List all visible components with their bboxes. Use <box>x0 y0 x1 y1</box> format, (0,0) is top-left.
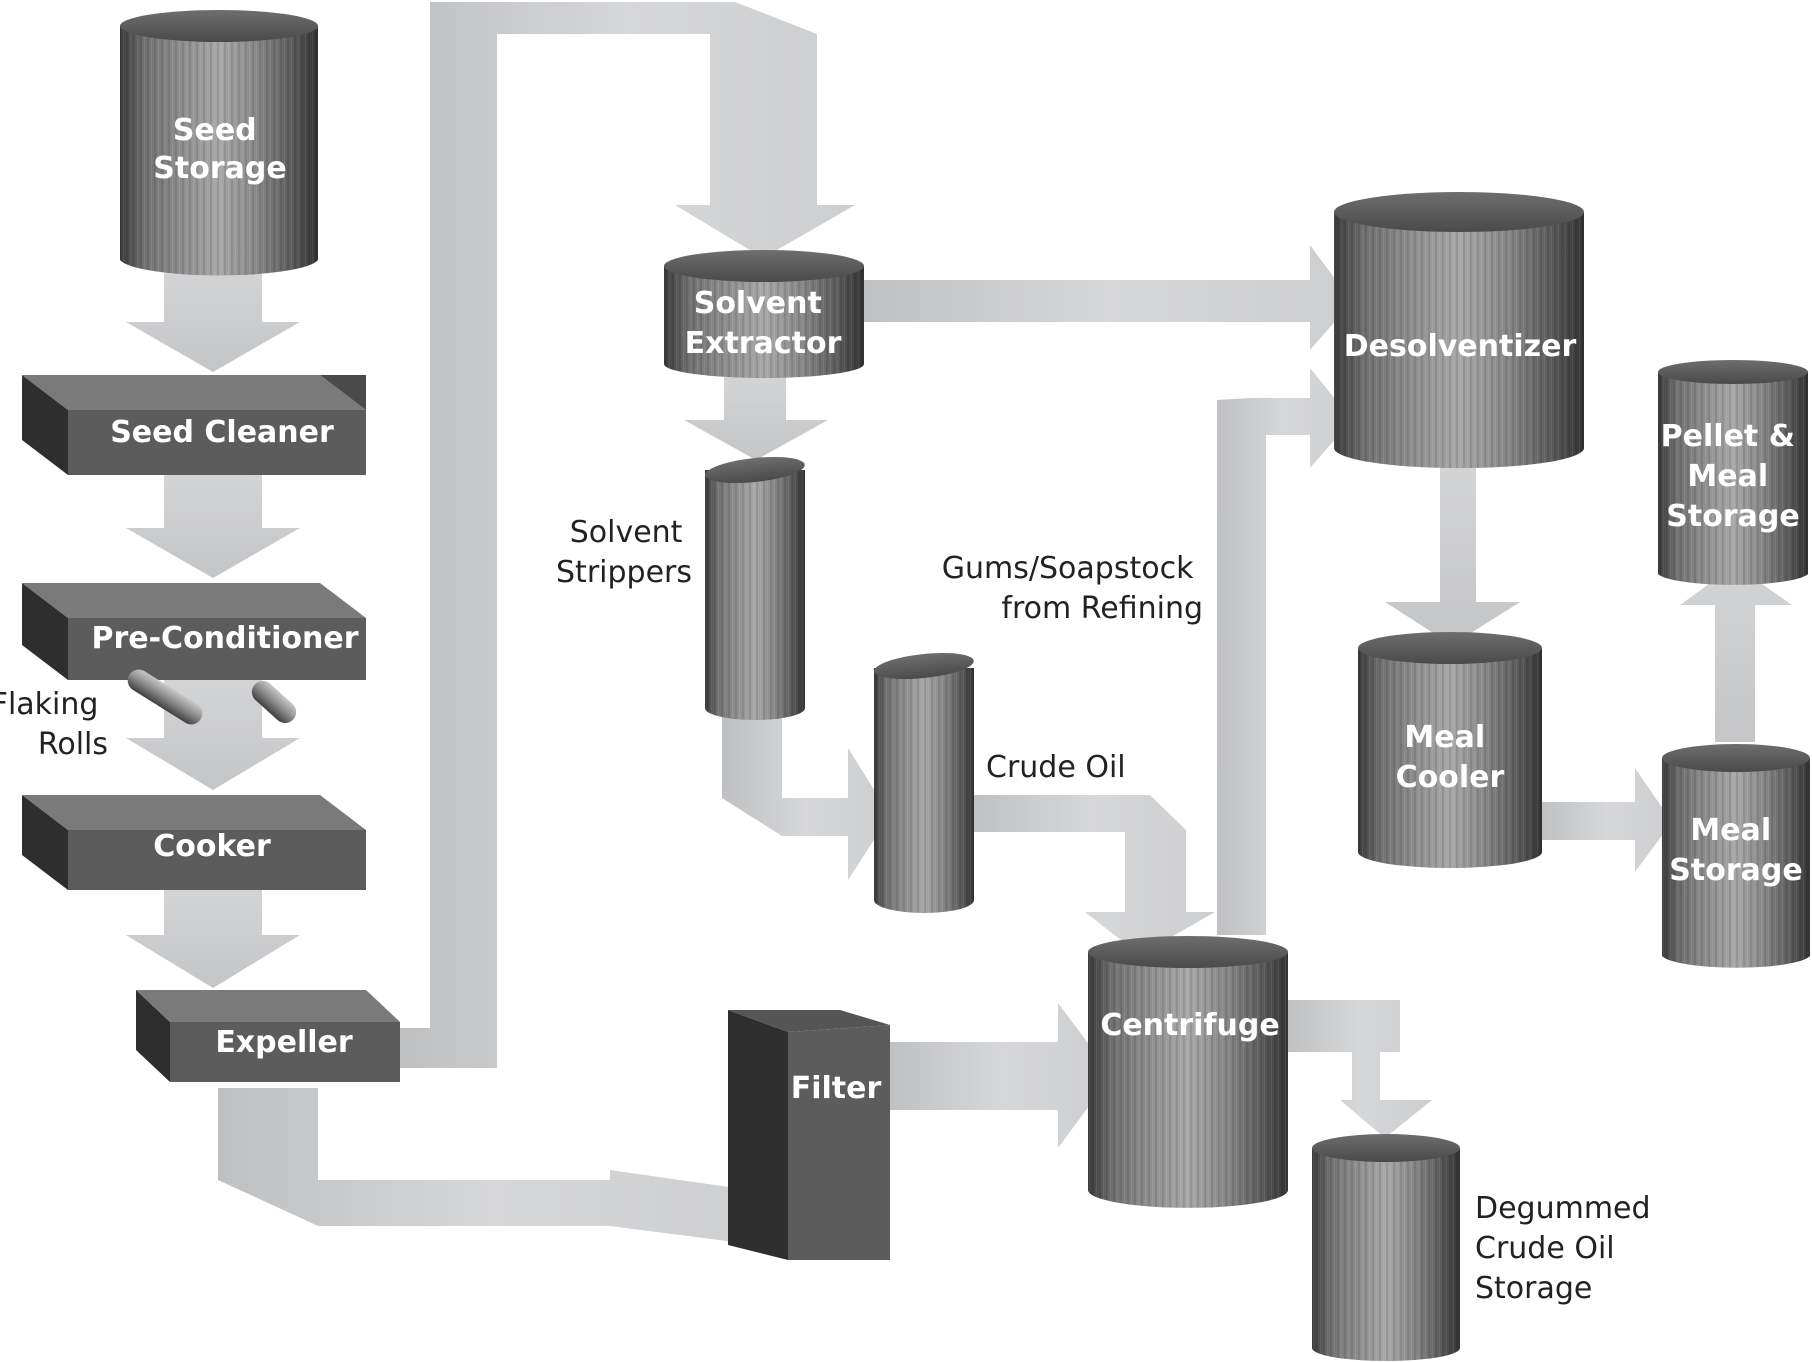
arrow-mealstorage-to-pellet <box>1680 565 1792 742</box>
arrow-filter-to-centrifuge <box>888 1003 1112 1148</box>
seed-cleaner-box: Seed Cleaner <box>22 375 366 475</box>
meal-cooler-cylinder: Meal Cooler <box>1358 632 1542 868</box>
flow-arrows <box>126 2 1792 1245</box>
solvent-strippers-cylinder <box>705 456 805 720</box>
centrifuge-cylinder: Centrifuge <box>1088 936 1288 1208</box>
arrow-desolventizer-to-mealcooler <box>1385 465 1520 645</box>
arrow-mealcooler-to-mealstorage <box>1540 768 1672 872</box>
filter-label: Filter <box>791 1071 882 1106</box>
meal-cooler-label: Meal Cooler <box>1396 720 1505 795</box>
seed-storage-cylinder: Seed Storage <box>120 10 318 276</box>
crude-oil-label: Crude Oil <box>986 750 1126 785</box>
cooker-label: Cooker <box>153 829 271 864</box>
expeller-box: Expeller <box>136 990 400 1082</box>
flaking-rolls <box>127 669 297 725</box>
centrifuge-label: Centrifuge <box>1100 1008 1279 1043</box>
arrow-cleaner-to-preconditioner <box>126 475 300 578</box>
meal-storage-label: Meal Storage <box>1669 813 1802 888</box>
desolventizer-label: Desolventizer <box>1344 329 1577 364</box>
flaking-roll-right <box>251 680 297 724</box>
arrow-gums-to-desolventizer <box>1217 368 1352 935</box>
arrow-extractor-to-strippers <box>684 376 828 460</box>
boxes: Seed Cleaner Pre-Conditioner Cooker Expe… <box>22 375 890 1260</box>
degummed-storage-cylinder <box>1312 1134 1460 1361</box>
solvent-extractor-cylinder: Solvent Extractor <box>664 250 864 378</box>
filter-box: Filter <box>728 1010 890 1260</box>
arrow-cooker-to-expeller <box>126 890 300 988</box>
arrow-extractor-to-desolventizer <box>862 245 1352 350</box>
cylinders: Seed Storage Solvent Extractor Solvent S… <box>120 10 1810 1361</box>
flaking-roll-left <box>127 669 203 725</box>
gums-soapstock-label: Gums/Soapstock from Refining <box>942 551 1203 626</box>
pre-conditioner-box: Pre-Conditioner <box>22 583 366 680</box>
expeller-label: Expeller <box>215 1025 353 1060</box>
pellet-meal-storage-label: Pellet & Meal Storage <box>1661 419 1806 534</box>
arrow-centrifuge-to-degummed <box>1285 1000 1432 1138</box>
degummed-storage-label: Degummed Crude Oil Storage <box>1475 1191 1660 1306</box>
meal-storage-cylinder: Meal Storage <box>1662 744 1810 968</box>
crude-oil-cylinder <box>874 652 974 913</box>
solvent-extractor-label: Solvent Extractor <box>685 286 842 361</box>
seed-storage-label: Seed Storage <box>153 113 286 186</box>
arrow-expeller-to-filter <box>218 1088 764 1245</box>
seed-cleaner-label: Seed Cleaner <box>110 415 334 450</box>
arrow-strippers-to-crudeoil <box>722 712 890 880</box>
desolventizer-cylinder: Desolventizer <box>1334 192 1584 469</box>
flaking-rolls-label: Flaking Rolls <box>0 687 108 762</box>
arrow-crudeoil-to-centrifuge <box>970 795 1215 955</box>
arrow-seedstorage-to-cleaner <box>126 270 300 372</box>
arrow-expeller-to-solvent-extractor <box>400 2 855 1068</box>
cooker-box: Cooker <box>22 795 366 890</box>
pellet-meal-storage-cylinder: Pellet & Meal Storage <box>1658 360 1808 585</box>
solvent-strippers-label: Solvent Strippers <box>556 515 692 590</box>
pre-conditioner-label: Pre-Conditioner <box>91 621 358 656</box>
